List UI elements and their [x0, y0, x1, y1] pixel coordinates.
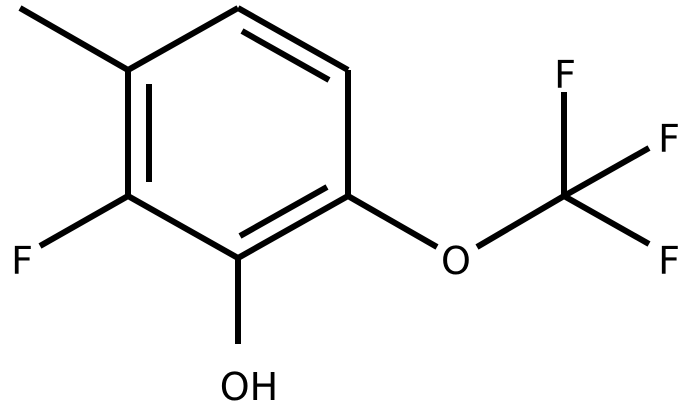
- ring-bond-top-right: [236, 5, 350, 73]
- cf3-fluorine-right-label: F: [658, 117, 680, 161]
- ring-bond-bottom-right: [236, 193, 350, 261]
- ether-bond-cf3: [475, 193, 566, 250]
- fluoro-label: F: [11, 239, 33, 283]
- ring-bond-bottom-left: [126, 193, 240, 261]
- methyl-bond: [18, 5, 130, 73]
- cf3-bond-bottom: [562, 193, 651, 247]
- ether-bond-ring: [346, 193, 439, 250]
- cf3-bond-right: [562, 145, 651, 199]
- cf3-fluorine-bottom-label: F: [658, 239, 680, 283]
- hydroxyl-label: OH: [220, 365, 278, 409]
- ring-inner-bond-bottom: [238, 184, 329, 239]
- ring-bond-top-left: [126, 5, 240, 73]
- ring-inner-bond-top: [240, 28, 331, 83]
- ether-oxygen-label: O: [441, 239, 471, 283]
- cf3-fluorine-top-label: F: [554, 53, 576, 97]
- fluoro-bond: [38, 193, 130, 249]
